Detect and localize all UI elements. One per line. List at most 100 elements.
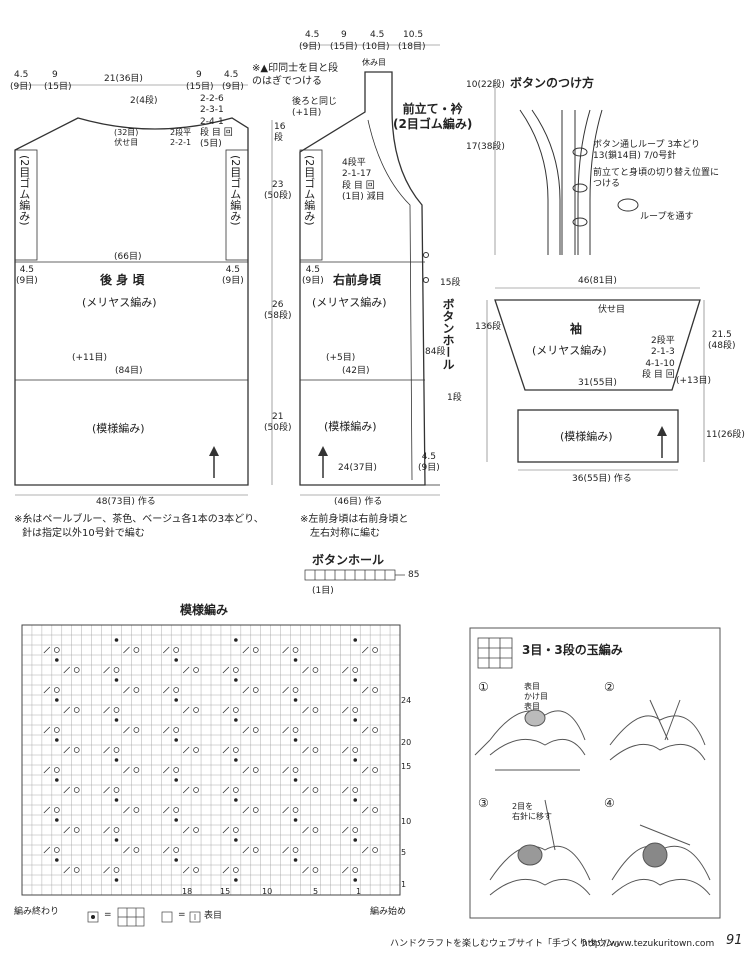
yarn-over-mark: [252, 767, 259, 773]
yarn-over-mark: [173, 767, 180, 773]
back-side-right: 4.5 (9目): [222, 265, 244, 287]
decrease-mark: [63, 666, 71, 674]
yarn-over-mark: [133, 807, 140, 813]
bobble-dot: [353, 678, 358, 682]
decrease-mark: [103, 746, 110, 754]
sleeve-inc13: (+13目): [676, 376, 712, 386]
pattern-chart-title: 模様編み: [180, 603, 229, 617]
footer-text: ハンドクラフトを楽しむウェブサイト「手づくりタウン」: [390, 939, 625, 949]
button-thread-note: ループを通す: [640, 212, 694, 222]
decrease-mark: [63, 746, 71, 754]
decrease-mark: [182, 866, 190, 874]
front-sub: (メリヤス編み): [312, 296, 387, 309]
yarn-over-mark: [73, 667, 80, 673]
back-shoulder-shaping: 2-2-6 2-3-1 2-4-1 段 目 回 (5目): [200, 94, 233, 149]
decrease-mark: [63, 826, 71, 834]
yarn-over-mark: [292, 727, 299, 733]
bobble-dot: [174, 818, 178, 822]
sleeve-sub: (メリヤス編み): [532, 344, 607, 357]
pattern-symbols: [43, 638, 378, 882]
front-dim-4: 10.5: [403, 30, 424, 40]
buttonhole-chart-title: ボタンホール: [312, 553, 385, 567]
yarn-over-mark: [312, 747, 319, 753]
bobble-dot: [234, 878, 238, 882]
yarn-over-mark: [292, 767, 299, 773]
decrease-mark: [103, 826, 110, 834]
decrease-mark: [282, 686, 289, 694]
yarn-over-mark: [193, 867, 199, 873]
decrease-mark: [302, 826, 309, 834]
back-dim-3: 21(36目): [104, 74, 143, 84]
yarn-over-mark: [133, 647, 140, 653]
legend-eq-1: =: [104, 910, 112, 920]
back-dim-5b: (9目): [222, 82, 244, 92]
front-same-back: 後ろと同じ (+1目): [292, 97, 338, 119]
yarn-over-mark: [53, 807, 60, 813]
decrease-mark: [182, 666, 190, 674]
yarn-over-mark: [352, 867, 359, 873]
page-number: 91: [726, 933, 743, 948]
back-title: 後 身 頃: [100, 273, 145, 287]
sleeve-bottom: 36(55目) 作る: [572, 474, 632, 484]
decrease-mark: [123, 766, 130, 774]
bobble-dot: [114, 718, 119, 722]
bobble-dot: [293, 818, 298, 822]
bobble-dot: [234, 798, 238, 802]
yarn-over-mark: [233, 827, 239, 833]
button-placket-drawing: [519, 109, 639, 255]
footer-url[interactable]: http://www.tezukuritown.com: [582, 939, 715, 949]
back-dim-1b: (9目): [10, 82, 32, 92]
decrease-mark: [361, 646, 369, 654]
yarn-over-mark: [352, 827, 359, 833]
col-num-5: 5: [313, 887, 319, 896]
yarn-over-mark: [133, 687, 140, 693]
decrease-mark: [162, 646, 170, 654]
bobble-dot: [55, 698, 59, 702]
decrease-mark: [222, 866, 230, 874]
back-inc11: (+11目): [72, 353, 108, 363]
row-num-24: 24: [401, 696, 412, 705]
bobble-box: [469, 627, 721, 919]
button-pos-note: 前立てと身頃の切り替え位置に つける: [593, 168, 720, 190]
front-band-84: 84段: [425, 347, 446, 357]
sleeve-title: 袖: [570, 322, 583, 336]
height-3: 26 (58段): [264, 300, 292, 322]
buttonhole-chart: [304, 569, 405, 581]
bobble-dot: [114, 878, 119, 882]
note-1: ※糸はペールブルー、茶色、ベージュ各1本の3本どり、: [14, 514, 264, 525]
yarn-over-mark: [113, 867, 120, 873]
bobble-step-2: ②: [604, 680, 615, 694]
bobble-dot: [114, 838, 119, 842]
buttonhole-mark-2: [423, 277, 429, 283]
bobble-step3-label: 2目を 右針に移す: [512, 802, 552, 821]
yarn-over-mark: [372, 847, 378, 853]
front-bottom-46: (46目) 作る: [334, 497, 383, 507]
bobble-step-4: ④: [604, 796, 615, 810]
front-bottom-24: 24(37目): [338, 463, 377, 473]
back-sub: (メリヤス編み): [82, 296, 157, 309]
bobble-dot: [55, 858, 59, 862]
front-width-42: (42目): [342, 366, 370, 376]
yarn-over-mark: [252, 727, 259, 733]
bobble-dot: [234, 758, 238, 762]
decrease-mark: [342, 826, 349, 834]
yarn-over-mark: [73, 867, 80, 873]
sleeve-total: 136段: [475, 322, 502, 332]
yarn-over-mark: [372, 687, 378, 693]
bobble-dot: [293, 698, 298, 702]
yarn-over-mark: [372, 647, 378, 653]
decrease-mark: [302, 786, 309, 794]
back-rib-right: (2目ゴム編み): [228, 155, 242, 226]
front-buttonhole-label: ボタンホール: [441, 298, 455, 370]
decrease-mark: [182, 746, 190, 754]
buttonhole-chart-note: (1目): [312, 586, 334, 596]
yarn-over-mark: [352, 707, 359, 713]
yarn-over-mark: [53, 767, 60, 773]
yarn-over-mark: [173, 807, 180, 813]
decrease-mark: [222, 746, 230, 754]
yarn-over-mark: [312, 787, 319, 793]
decrease-mark: [282, 646, 289, 654]
row-num-10: 10: [401, 817, 412, 826]
back-dim-5: 4.5: [224, 70, 239, 80]
bobble-illustrations: [474, 699, 711, 896]
